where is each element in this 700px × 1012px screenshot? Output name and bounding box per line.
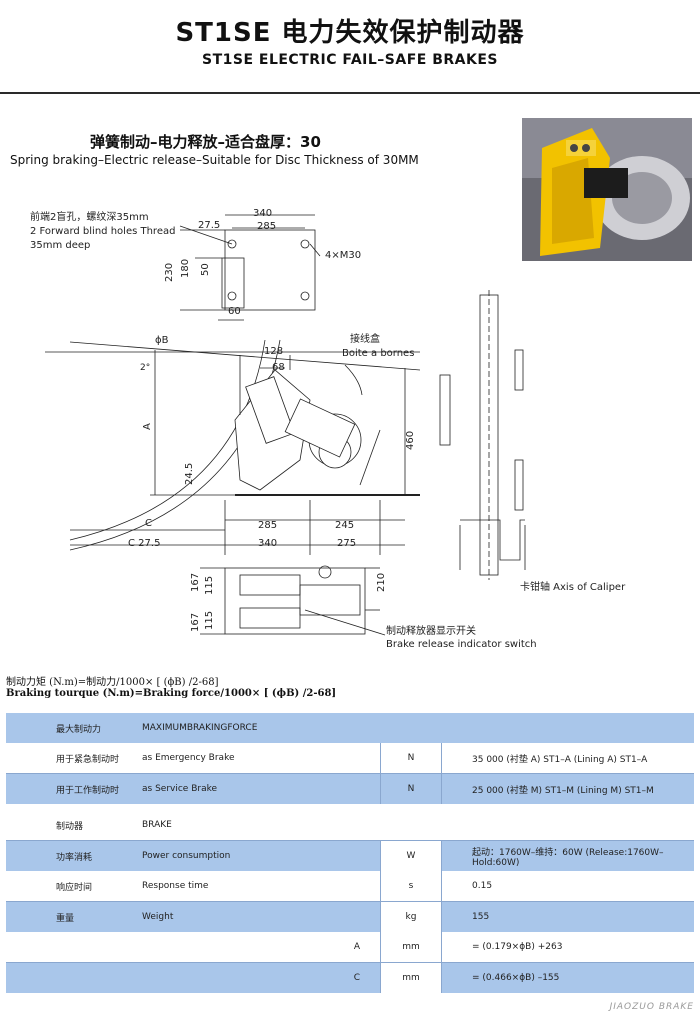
- dim-245: 245: [335, 520, 354, 531]
- dim-167-b: 167: [190, 613, 201, 632]
- side-view: [45, 339, 421, 555]
- bottom-view: [200, 565, 386, 636]
- row-value: = (0.179×ϕB) +263: [441, 932, 694, 963]
- dim-50: 50: [200, 263, 211, 276]
- dim-115-a: 115: [204, 576, 215, 595]
- dim-340-bottom: 340: [258, 538, 277, 549]
- junction-box-cn: 接线盒: [350, 332, 380, 345]
- dim-24-5: 24.5: [184, 463, 195, 485]
- row-unit: N: [380, 743, 442, 774]
- dim-60: 60: [228, 306, 241, 317]
- dim-68: 68: [272, 362, 285, 373]
- row-en: MAXIMUMBRAKINGFORCE: [142, 713, 694, 743]
- row-cn: 用于紧急制动时: [6, 743, 142, 774]
- row-cn: 最大制动力: [6, 713, 142, 743]
- watermark: JIAOZUO BRAKE: [609, 1002, 694, 1012]
- thread-label: 4×M30: [325, 250, 361, 261]
- dim-180: 180: [180, 259, 191, 278]
- technical-drawing: 340 27.5 285 230 180 50 60 4×M30 前端2盲孔，螺…: [30, 208, 626, 650]
- header-divider: [0, 92, 700, 94]
- note-blind-holes-en-2: 35mm deep: [30, 240, 90, 251]
- table-row: A mm = (0.179×ϕB) +263: [6, 932, 694, 963]
- row-en: C: [298, 962, 381, 993]
- junction-box-fr: Boite a bornes: [342, 348, 414, 359]
- table-row: 响应时间 Response time s 0.15: [6, 871, 694, 902]
- table-row: 最大制动力 MAXIMUMBRAKINGFORCE: [6, 713, 694, 743]
- row-value: 0.15: [441, 871, 694, 902]
- mounting-plate-view: [179, 214, 321, 321]
- row-unit: s: [380, 871, 442, 902]
- row-en: Response time: [142, 871, 298, 902]
- dim-128: 128: [264, 346, 283, 357]
- angle-label: 2°: [140, 363, 150, 373]
- dim-275: 275: [337, 538, 356, 549]
- row-cn: 功率消耗: [6, 840, 142, 871]
- dim-27-5-top: 27.5: [198, 220, 220, 231]
- table-row: 功率消耗 Power consumption W 起动：1760W–维持：60W…: [6, 840, 694, 871]
- dim-c-27-5: C 27.5: [128, 538, 160, 549]
- row-cn: 重量: [6, 901, 142, 932]
- caliper-axis-label: 卡钳轴 Axis of Caliper: [520, 580, 626, 593]
- dim-285-top: 285: [257, 221, 276, 232]
- switch-label-cn: 制动释放器显示开关: [386, 624, 476, 637]
- dim-285-bottom: 285: [258, 520, 277, 531]
- row-unit: W: [380, 840, 442, 871]
- dim-460: 460: [405, 431, 416, 450]
- row-en: BRAKE: [142, 810, 694, 841]
- spec-table: 最大制动力 MAXIMUMBRAKINGFORCE 用于紧急制动时 as Eme…: [6, 713, 694, 993]
- row-cn: 制动器: [6, 810, 142, 841]
- dim-115-b: 115: [204, 611, 215, 630]
- row-value: = (0.466×ϕB) –155: [441, 962, 694, 993]
- dim-167-a: 167: [190, 573, 201, 592]
- table-row: 制动器 BRAKE: [6, 810, 694, 841]
- dim-210: 210: [376, 573, 387, 592]
- formula-en: Braking tourque (N.m)=Braking force/1000…: [6, 688, 337, 699]
- row-en: Weight: [142, 901, 298, 932]
- dim-a-label: A: [142, 423, 153, 430]
- note-blind-holes-en-1: 2 Forward blind holes Thread: [30, 226, 175, 237]
- row-unit: kg: [380, 901, 442, 932]
- table-row: C mm = (0.466×ϕB) –155: [6, 962, 694, 993]
- note-blind-holes-cn: 前端2盲孔，螺纹深35mm: [30, 210, 149, 223]
- table-row: 用于工作制动时 as Service Brake N 25 000 (衬垫 M)…: [6, 773, 694, 804]
- dim-340-top: 340: [253, 208, 272, 219]
- row-en: Power consumption: [142, 840, 298, 871]
- spec-heading-cn: 弹簧制动–电力释放–适合盘厚：30: [90, 133, 321, 151]
- dim-c-label: C: [145, 518, 152, 529]
- row-value: 35 000 (衬垫 A) ST1–A (Lining A) ST1–A: [441, 743, 694, 774]
- row-unit: mm: [380, 962, 442, 993]
- row-unit: mm: [380, 932, 442, 963]
- row-en: as Service Brake: [142, 773, 298, 804]
- spec-heading-en: Spring braking–Electric release–Suitable…: [10, 153, 419, 167]
- phi-b-label: ϕB: [155, 335, 169, 346]
- row-en: as Emergency Brake: [142, 743, 298, 774]
- row-value: 155: [441, 901, 694, 932]
- row-value: 起动：1760W–维持：60W (Release:1760W–Hold:60W): [441, 840, 694, 871]
- row-cn: 响应时间: [6, 871, 142, 902]
- row-unit: N: [380, 773, 442, 804]
- switch-label-en: Brake release indicator switch: [386, 639, 537, 650]
- row-en: A: [298, 932, 381, 963]
- page-subtitle-en: ST1SE ELECTRIC FAIL–SAFE BRAKES: [201, 52, 499, 68]
- table-row: 重量 Weight kg 155: [6, 901, 694, 932]
- product-photo: [522, 118, 692, 261]
- row-cn: 用于工作制动时: [6, 773, 142, 804]
- dim-230: 230: [164, 263, 175, 282]
- formula-cn: 制动力矩 (N.m)=制动力/1000× [ (ϕB) /2-68]: [6, 677, 219, 688]
- table-row: 用于紧急制动时 as Emergency Brake N 35 000 (衬垫 …: [6, 743, 694, 774]
- row-value: 25 000 (衬垫 M) ST1–M (Lining M) ST1–M: [441, 773, 694, 804]
- caliper-axis-view: [439, 290, 526, 580]
- page-title: ST1SE 电力失效保护制动器: [175, 18, 525, 48]
